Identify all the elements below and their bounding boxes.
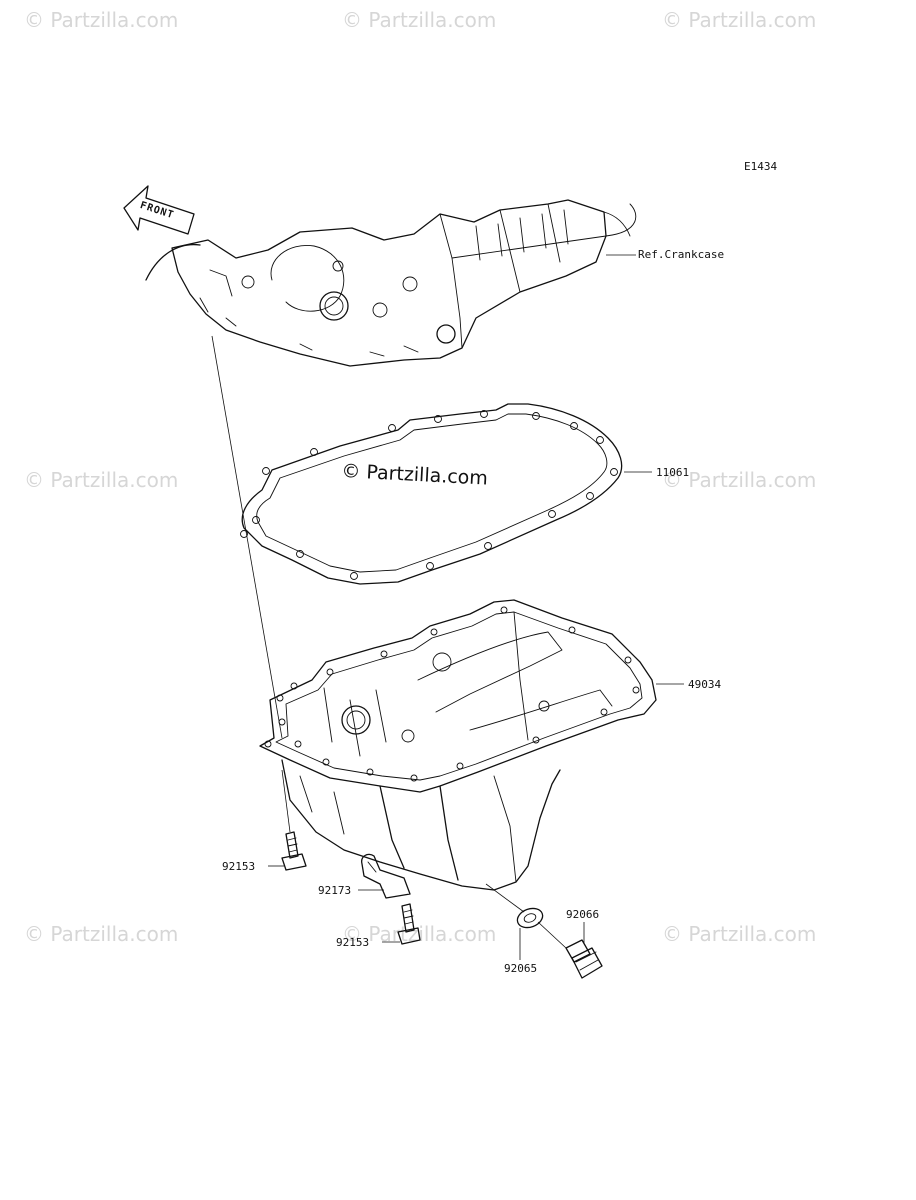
watermark: © Partzilla.com xyxy=(24,8,179,32)
crankcase-illustration xyxy=(145,199,637,367)
diagram-code: E1434 xyxy=(744,160,778,173)
oil-pan-illustration xyxy=(259,599,657,891)
callout-oil-pan[interactable]: 49034 xyxy=(688,678,722,691)
callout-washer[interactable]: 92065 xyxy=(504,962,538,975)
callout-drain-plug[interactable]: 92066 xyxy=(566,908,600,921)
washer-icon xyxy=(516,907,544,929)
drain-plug-icon xyxy=(565,939,603,979)
watermark: © Partzilla.com xyxy=(662,922,817,946)
front-arrow-icon xyxy=(123,185,195,235)
bolt-icon xyxy=(397,903,421,945)
watermark: © Partzilla.com xyxy=(662,8,817,32)
callout-bolt-lower[interactable]: 92153 xyxy=(336,936,370,949)
callout-bolt-left[interactable]: 92153 xyxy=(222,860,256,873)
drain-plug-guide-line xyxy=(537,921,567,949)
gasket-illustration xyxy=(240,403,623,585)
watermark: © Partzilla.com xyxy=(342,8,497,32)
bolt-icon xyxy=(281,831,307,871)
watermark: © Partzilla.com xyxy=(662,468,817,492)
alignment-guide-line xyxy=(211,335,283,739)
watermark: © Partzilla.com xyxy=(24,922,179,946)
drain-plug-guide-line xyxy=(485,883,525,913)
callout-crankcase[interactable]: Ref.Crankcase xyxy=(638,248,725,261)
callout-clamp[interactable]: 92173 xyxy=(318,884,352,897)
callout-gasket[interactable]: 11061 xyxy=(656,466,690,479)
alignment-guide-line xyxy=(281,769,291,833)
clamp-icon xyxy=(361,853,411,899)
watermark: © Partzilla.com xyxy=(24,468,179,492)
